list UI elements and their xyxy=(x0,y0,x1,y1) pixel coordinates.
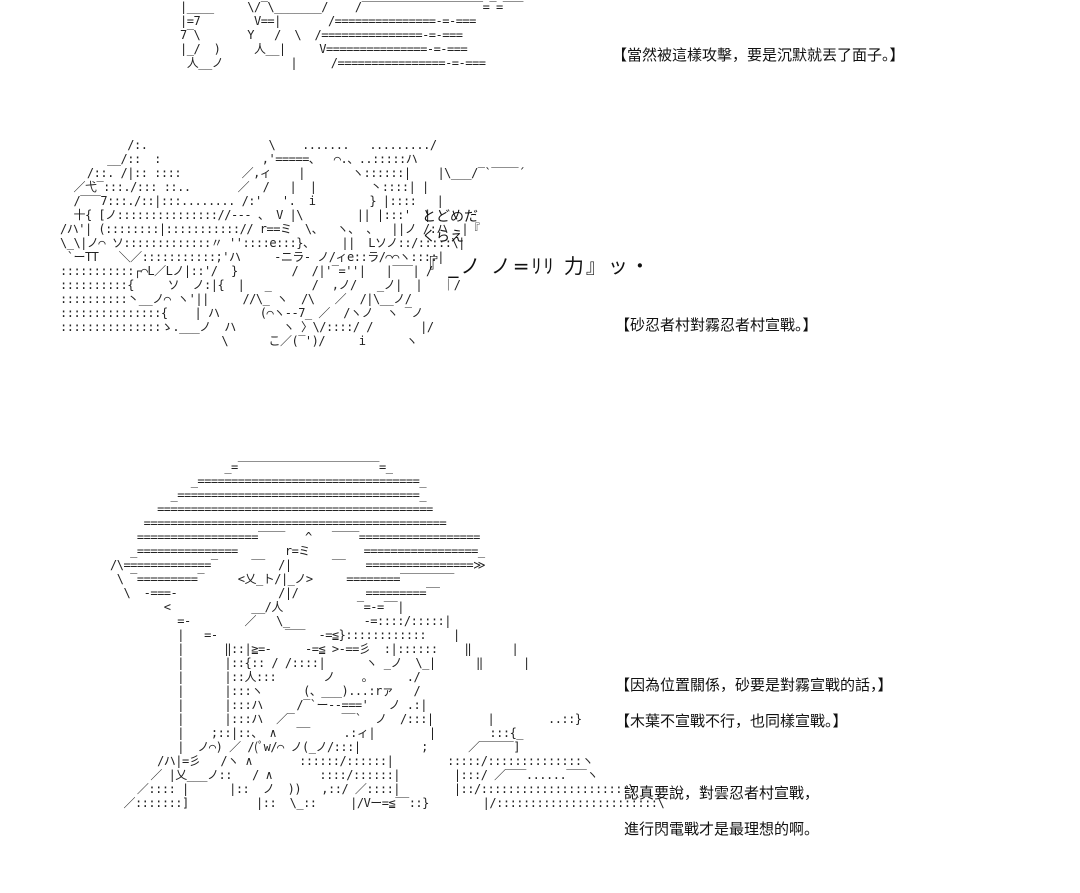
dialogue-line-6: 進行閃電戰才是最理想的啊。 xyxy=(624,820,820,838)
sfx-small-text-2: くらえ xyxy=(422,229,464,245)
dialogue-line-3: 【因為位置關係，砂要是對霧宣戰的話，】 xyxy=(615,676,893,694)
dialogue-line-5: 認真要說，對雲忍者村宣戰， xyxy=(624,784,820,802)
ascii-art-top: |____ \/‾\_______/ /‾‾‾‾‾‾‾‾‾‾‾‾‾‾‾‾‾‾=‾… xyxy=(180,0,523,70)
dialogue-line-4: 【木葉不宣戰不行，也同樣宣戰。】 xyxy=(615,712,848,730)
ascii-art-bottom: _=‾‾‾‾‾‾‾‾‾‾‾‾‾‾‾‾‾‾‾‾‾=_ _=============… xyxy=(110,460,665,810)
dialogue-line-1: 【當然被這樣攻擊，要是沉默就丟了面子。】 xyxy=(612,46,905,64)
dialogue-line-2: 【砂忍者村對霧忍者村宣戰。】 xyxy=(615,316,818,334)
ascii-art-middle: /:. \ ....... ........./ __/:: : ,'=====… xyxy=(60,138,525,348)
sfx-small-text-1: とどめだ xyxy=(422,209,478,225)
sfx-katakana-shout: 『 _ノ ノ=ﾘﾘ 力』ッ・ xyxy=(418,254,652,278)
